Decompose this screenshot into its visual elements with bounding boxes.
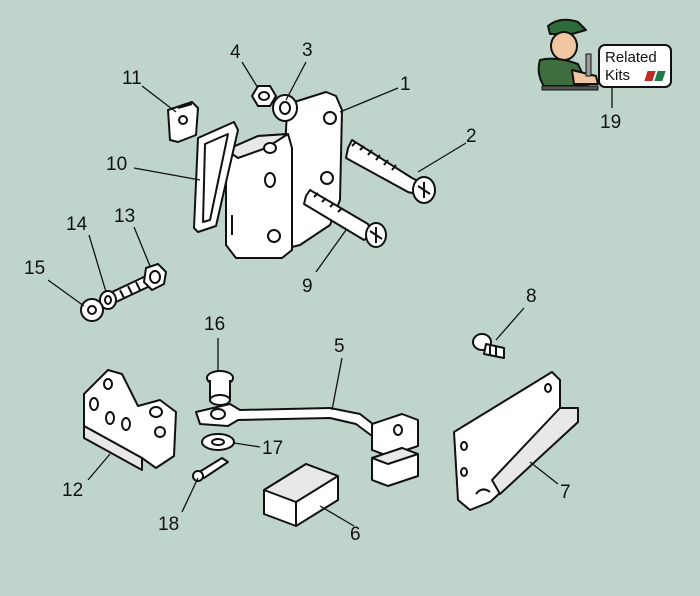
callout-19: 19 [600, 112, 621, 133]
callout-13: 13 [114, 206, 135, 227]
leader-lines [47, 61, 613, 527]
mechanic-illustration [537, 18, 599, 91]
part-3-washer[interactable] [272, 94, 298, 122]
callout-15: 15 [24, 258, 45, 279]
part-14-spring-washer[interactable] [99, 290, 117, 310]
part-5-lever-arm[interactable] [195, 403, 419, 487]
part-12-bracket[interactable] [83, 369, 177, 471]
related-kits-line1: Related [605, 49, 657, 66]
callout-9: 9 [302, 276, 313, 297]
callout-3: 3 [302, 40, 313, 61]
part-2-long-screw[interactable] [345, 139, 436, 204]
callout-5: 5 [334, 336, 345, 357]
part-10-gasket[interactable] [193, 121, 239, 233]
part-1-hinge-body[interactable] [225, 91, 343, 259]
callout-16: 16 [204, 314, 225, 335]
callout-12: 12 [62, 480, 83, 501]
callout-17: 17 [262, 438, 283, 459]
callout-8: 8 [526, 286, 537, 307]
part-16-clevis-pin[interactable] [206, 370, 234, 406]
callout-10: 10 [106, 154, 127, 175]
callout-4: 4 [230, 42, 241, 63]
part-17-washer[interactable] [201, 433, 235, 451]
part-11-clip-nut[interactable] [167, 101, 199, 143]
part-15-flat-washer[interactable] [80, 298, 104, 322]
part-7-angle-bracket[interactable] [453, 371, 579, 511]
callout-6: 6 [350, 524, 361, 545]
callout-11: 11 [122, 68, 142, 89]
callout-7: 7 [560, 482, 571, 503]
part-6-rubber-block[interactable] [263, 463, 339, 527]
related-kits-line2: Kits [605, 67, 631, 84]
part-8-small-screw[interactable] [472, 333, 505, 359]
related-kits-label[interactable]: Related Kits [598, 44, 672, 88]
part-13-bolt[interactable] [111, 263, 167, 303]
callout-14: 14 [66, 214, 88, 235]
part-9-screw[interactable] [303, 189, 387, 248]
callout-1: 1 [400, 74, 411, 95]
callout-18: 18 [158, 514, 179, 535]
part-18-split-pin[interactable] [192, 457, 229, 482]
part-4-nut[interactable] [251, 85, 277, 107]
green-flag-icon [654, 71, 666, 81]
callout-2: 2 [466, 126, 477, 147]
callout-numbers: 1 2 3 4 5 6 7 8 9 10 11 12 13 14 15 16 1… [24, 40, 621, 545]
